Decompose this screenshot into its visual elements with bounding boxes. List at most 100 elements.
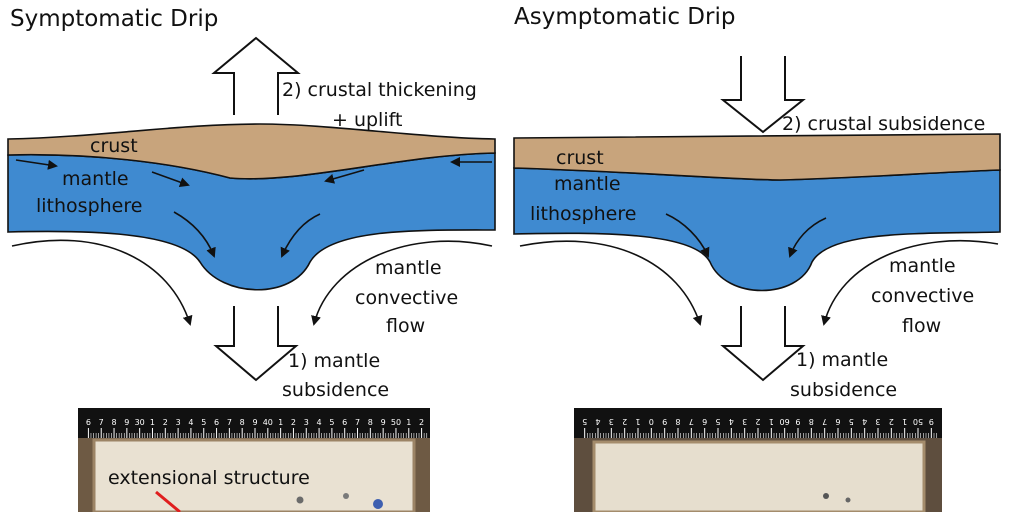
ruler-number: 2 bbox=[622, 417, 627, 426]
left-convective-label-1: mantle bbox=[375, 257, 442, 279]
left-title: Symptomatic Drip bbox=[10, 6, 218, 32]
right-crustal-subsidence-label: 2) crustal subsidence bbox=[782, 113, 985, 135]
ruler-number: 6 bbox=[835, 417, 840, 426]
ruler-number: 9 bbox=[381, 418, 386, 427]
ruler-number: 6 bbox=[702, 417, 707, 426]
left-crust bbox=[7, 123, 496, 180]
right-crust bbox=[513, 133, 1001, 181]
ruler-number: 9 bbox=[795, 417, 800, 426]
ruler-number: 1 bbox=[769, 417, 774, 426]
left-annotation-pointer bbox=[155, 490, 181, 512]
ruler-number: 6 bbox=[214, 418, 219, 427]
ruler-number: 1 bbox=[278, 418, 283, 427]
ruler-number: 4 bbox=[862, 417, 867, 426]
ruler-number: 1 bbox=[150, 418, 155, 427]
ruler-number: 7 bbox=[227, 418, 232, 427]
left-photo-pit-2 bbox=[343, 493, 349, 499]
right-mantle-label-1: mantle bbox=[554, 173, 621, 195]
ruler-number: 5 bbox=[849, 417, 854, 426]
ruler-number: 8 bbox=[240, 418, 245, 427]
right-crustal-subsidence-arrow bbox=[720, 56, 806, 134]
ruler-number: 3 bbox=[176, 418, 181, 427]
right-panel: Asymptomatic Drip 2) crustal subsidence … bbox=[513, 4, 1001, 512]
ruler-number: 5 bbox=[329, 418, 334, 427]
ruler-number: 5 bbox=[201, 418, 206, 427]
left-uplift-label-1: 2) crustal thickening bbox=[282, 79, 477, 101]
left-mantle-label-1: mantle bbox=[62, 168, 129, 190]
left-convective-label-2: convective bbox=[355, 287, 458, 309]
right-ruler-ticks bbox=[584, 428, 938, 438]
left-flow-arrow-2 bbox=[151, 171, 190, 187]
left-subsidence-label-1: 1) mantle bbox=[288, 350, 380, 372]
left-subsidence-arrow bbox=[213, 306, 299, 382]
ruler-number: 2 bbox=[755, 417, 760, 426]
left-convective-label-3: flow bbox=[386, 315, 425, 337]
ruler-number: 7 bbox=[822, 417, 827, 426]
right-subsidence-label-1: 1) mantle bbox=[796, 349, 888, 371]
ruler-number: 7 bbox=[689, 417, 694, 426]
left-uplift-arrow bbox=[211, 36, 301, 115]
left-drip-arrow-left bbox=[173, 211, 216, 258]
ruler-number: 4 bbox=[729, 417, 734, 426]
right-convective-label-3: flow bbox=[902, 315, 941, 337]
ruler-number: 7 bbox=[99, 418, 104, 427]
left-flow-arrow-1 bbox=[15, 159, 58, 170]
ruler-number: 4 bbox=[317, 418, 322, 427]
right-photo-pit-1 bbox=[823, 493, 829, 499]
right-subsidence-label-2: subsidence bbox=[790, 379, 897, 401]
ruler-number: 9 bbox=[662, 417, 667, 426]
ruler-number: 0 bbox=[649, 417, 654, 426]
ruler-number: 8 bbox=[809, 417, 814, 426]
ruler-number: 1 bbox=[635, 417, 640, 426]
left-photo-blue-spot bbox=[373, 499, 383, 509]
ruler-number: 4 bbox=[188, 418, 193, 427]
right-crust-label: crust bbox=[556, 147, 604, 169]
right-mantle-subsidence-arrow bbox=[720, 306, 806, 382]
ruler-number: 9 bbox=[124, 418, 129, 427]
left-subsidence-label-2: subsidence bbox=[282, 379, 389, 401]
ruler-number: 9 bbox=[252, 418, 257, 427]
ruler-number: 2 bbox=[889, 417, 894, 426]
ruler-number: 3 bbox=[304, 418, 309, 427]
left-photo-pit-1 bbox=[296, 496, 304, 504]
right-title: Asymptomatic Drip bbox=[514, 4, 735, 30]
ruler-number: 8 bbox=[675, 417, 680, 426]
right-convective-arc-right bbox=[821, 240, 999, 326]
left-convective-arc-left bbox=[11, 239, 193, 326]
ruler-number: 9 bbox=[929, 417, 934, 426]
ruler-number: 5 bbox=[715, 417, 720, 426]
ruler-number: 60 bbox=[780, 417, 790, 426]
right-mantle-label-2: lithosphere bbox=[530, 203, 636, 225]
ruler-number: 30 bbox=[135, 418, 145, 427]
left-panel: Symptomatic Drip 2) crustal thickening +… bbox=[7, 6, 496, 512]
right-drip-arrow-right bbox=[788, 217, 827, 258]
ruler-number: 8 bbox=[368, 418, 373, 427]
right-photo-pit-2 bbox=[845, 497, 851, 503]
right-convective-label-1: mantle bbox=[889, 255, 956, 277]
ruler-number: 6 bbox=[342, 418, 347, 427]
left-mantle-label-2: lithosphere bbox=[36, 195, 142, 217]
left-convective-arc-right bbox=[311, 240, 493, 326]
ruler-number: 2 bbox=[291, 418, 296, 427]
ruler-number: 3 bbox=[609, 417, 614, 426]
right-drip-arrow-left bbox=[665, 213, 710, 258]
left-flow-arrow-3 bbox=[324, 169, 365, 184]
left-photo-annotation: extensional structure bbox=[108, 467, 310, 489]
ruler-number: 3 bbox=[742, 417, 747, 426]
left-drip-arrow-right bbox=[280, 213, 321, 258]
ruler-number: 4 bbox=[595, 417, 600, 426]
left-uplift-label-2: + uplift bbox=[332, 109, 402, 131]
ruler-number: 6 bbox=[86, 418, 91, 427]
ruler-number: 8 bbox=[111, 418, 116, 427]
ruler-number: 1 bbox=[406, 418, 411, 427]
ruler-number: 2 bbox=[163, 418, 168, 427]
ruler-number: 1 bbox=[902, 417, 907, 426]
left-crust-label: crust bbox=[90, 135, 138, 157]
left-ruler-ticks bbox=[87, 428, 428, 438]
